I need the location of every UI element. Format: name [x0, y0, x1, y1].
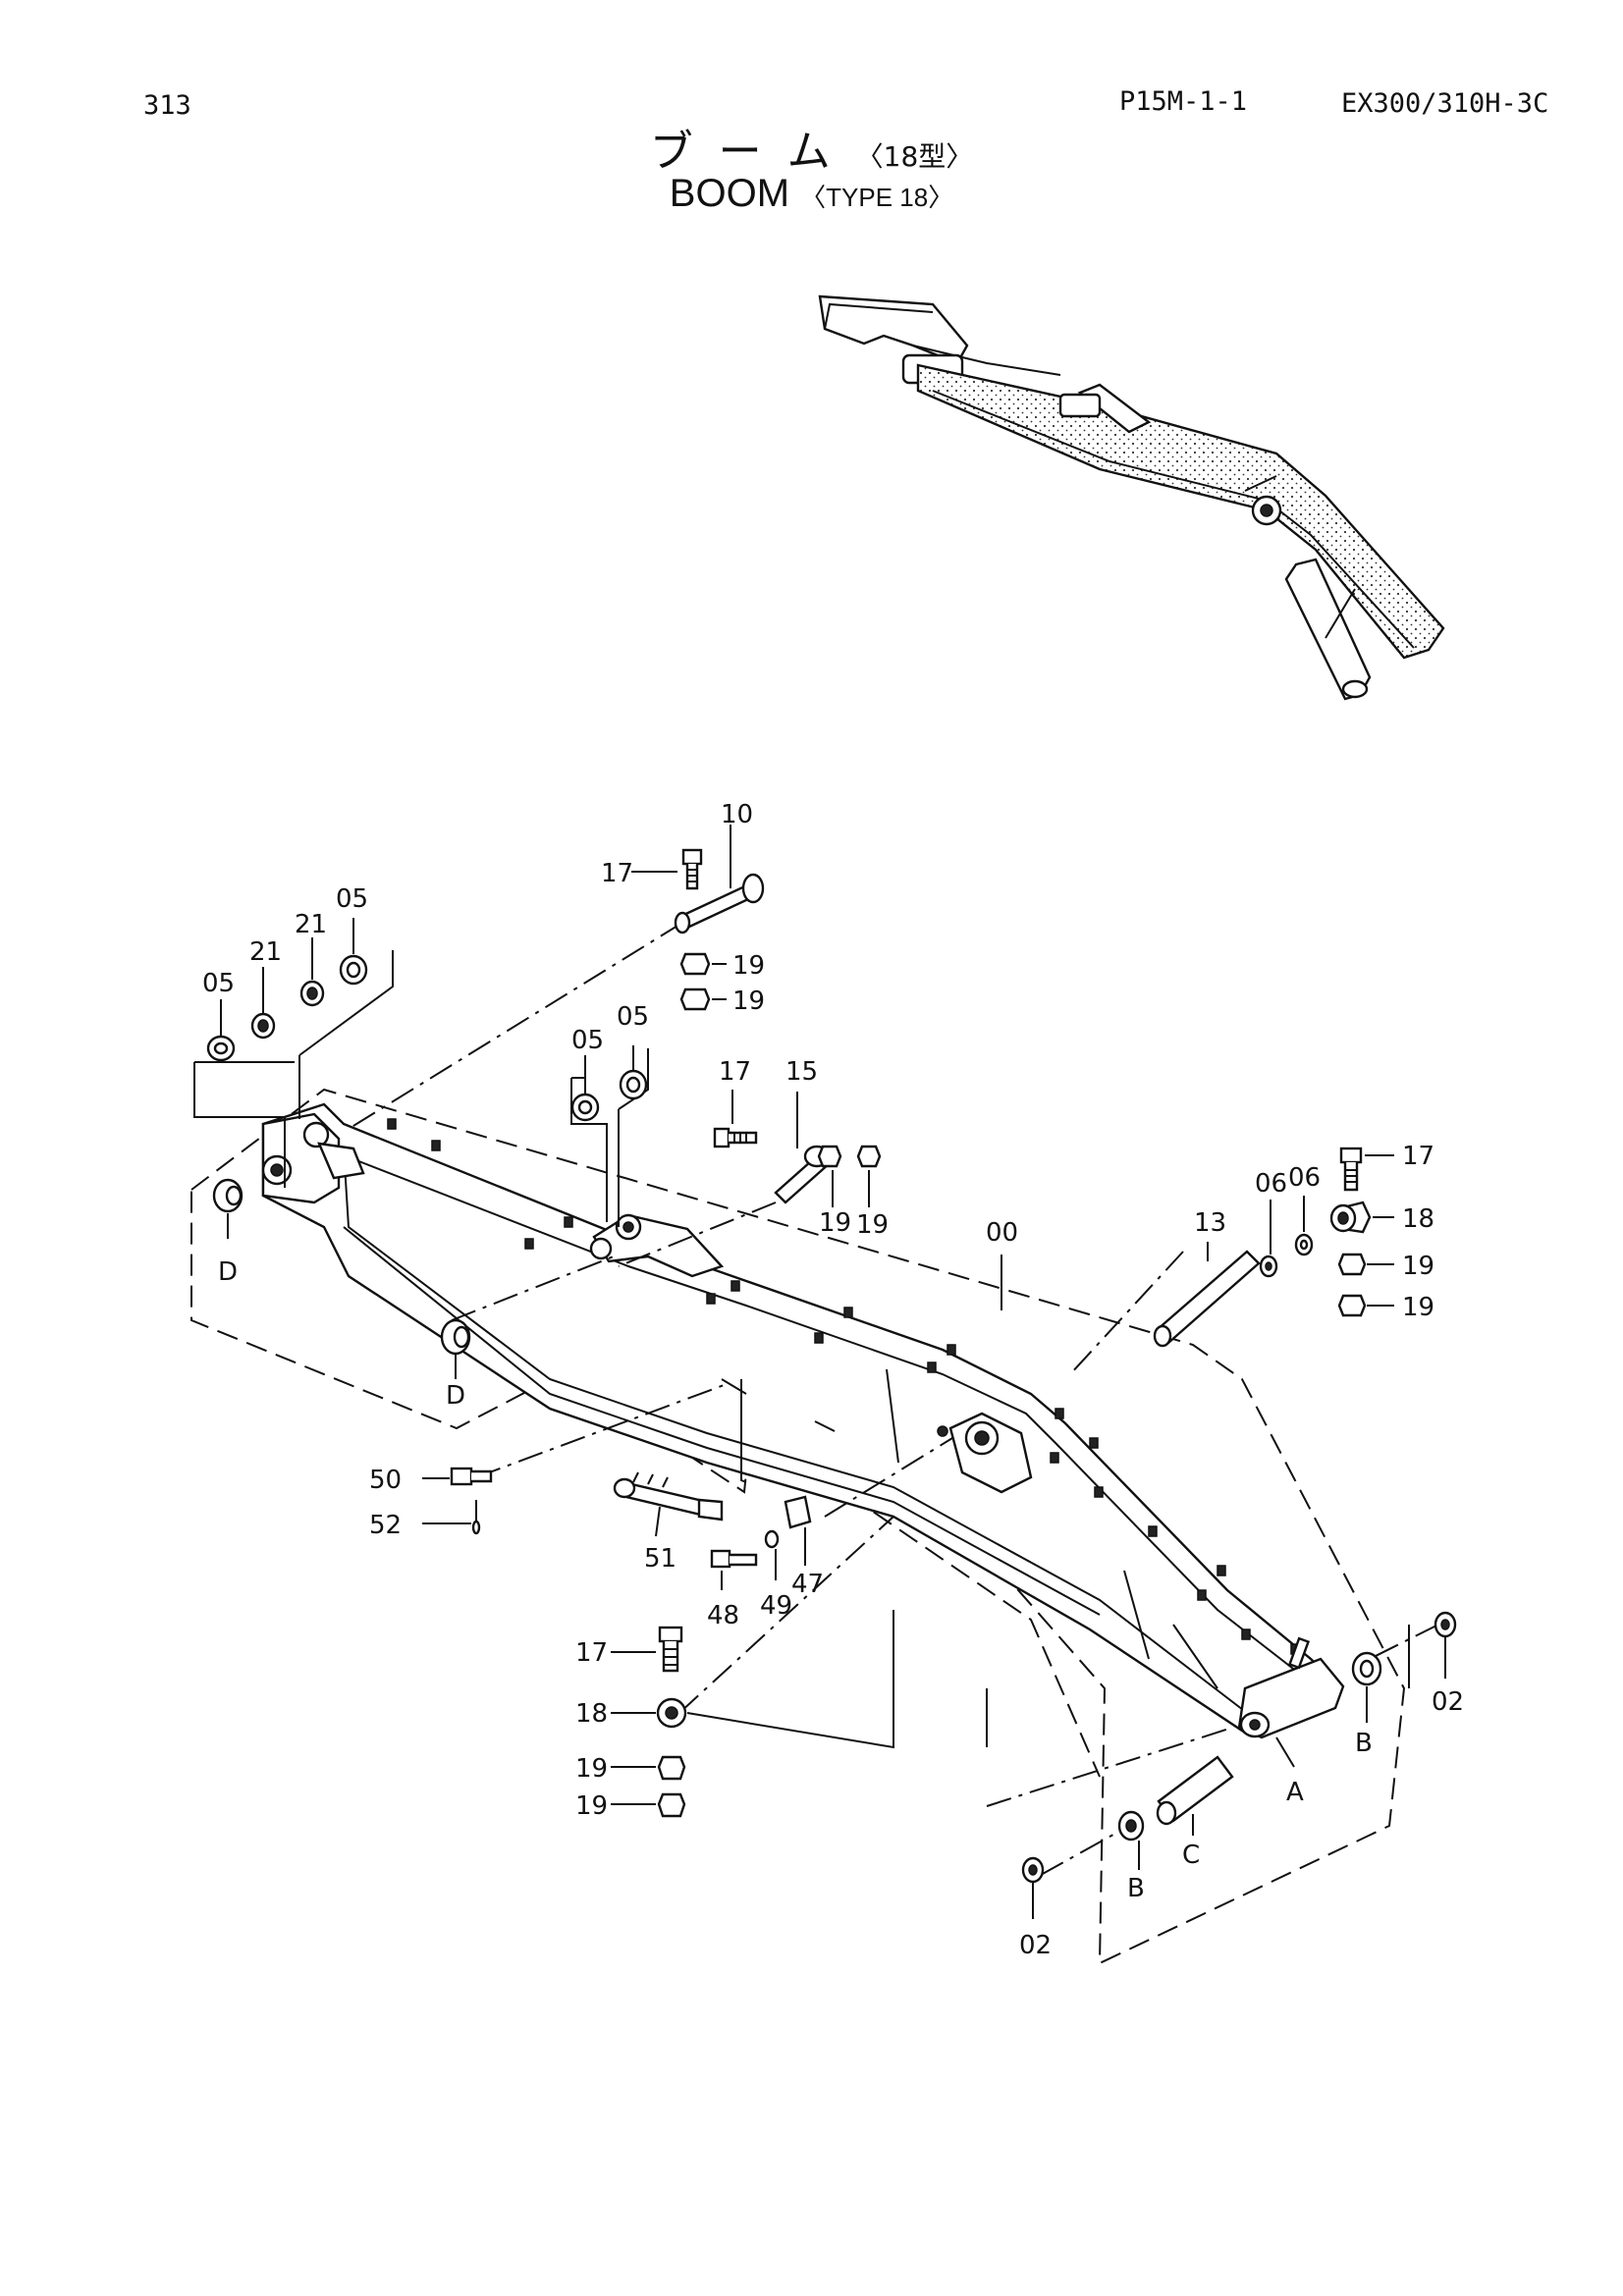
callout-17: 17 [719, 1057, 751, 1087]
title-en-main: BOOM [669, 172, 790, 215]
model-number: EX300/310H-3C [1341, 88, 1549, 119]
callout-21: 21 [295, 910, 327, 939]
callout-21: 21 [249, 937, 282, 967]
callout-19: 19 [819, 1208, 851, 1238]
callout-17: 17 [1402, 1142, 1434, 1171]
callout-19: 19 [732, 951, 765, 981]
callout-00: 00 [986, 1218, 1018, 1248]
boom-location-inset [818, 294, 1445, 701]
callout-05: 05 [202, 969, 235, 998]
callout-19: 19 [732, 987, 765, 1016]
page-code: P15M-1-1 [1119, 86, 1248, 117]
callout-51: 51 [644, 1544, 676, 1574]
callout-labels: 10 17 19 19 05 21 21 05 05 05 17 15 19 1… [202, 800, 1464, 1960]
callout-52: 52 [369, 1511, 402, 1540]
callout-02: 02 [1432, 1687, 1464, 1717]
callout-05: 05 [336, 884, 368, 914]
callout-50: 50 [369, 1466, 402, 1495]
callout-19: 19 [1402, 1252, 1434, 1281]
page-number: 313 [143, 90, 191, 121]
callout-02: 02 [1019, 1931, 1052, 1960]
callout-C: C [1182, 1841, 1200, 1870]
callout-05: 05 [617, 1002, 649, 1032]
callout-D: D [446, 1381, 465, 1411]
callout-18: 18 [575, 1699, 608, 1729]
callout-49: 49 [760, 1591, 792, 1621]
parts [206, 848, 1457, 1884]
callout-19: 19 [856, 1210, 889, 1240]
callout-13: 13 [1194, 1208, 1226, 1238]
callout-15: 15 [785, 1057, 818, 1087]
callout-B: B [1127, 1874, 1145, 1903]
callout-A: A [1286, 1778, 1304, 1807]
title-jp-sub: 〈18型〉 [855, 140, 974, 173]
callout-06: 06 [1288, 1163, 1321, 1193]
title-en-sub: 〈TYPE 18〉 [800, 183, 954, 212]
leader-lines [193, 922, 1439, 1876]
callout-19: 19 [1402, 1293, 1434, 1322]
callout-48: 48 [707, 1601, 739, 1630]
callout-19: 19 [575, 1791, 608, 1821]
title-jp-main: ブ ー ム [649, 127, 837, 177]
title-japanese: ブ ー ム 〈18型〉 [0, 116, 1623, 179]
callout-17: 17 [601, 859, 633, 888]
callout-06: 06 [1255, 1169, 1287, 1199]
title-english: BOOM 〈TYPE 18〉 [0, 172, 1623, 216]
callout-19: 19 [575, 1754, 608, 1784]
callout-B: B [1355, 1729, 1373, 1758]
callout-05: 05 [571, 1026, 604, 1055]
callout-17: 17 [575, 1638, 608, 1668]
callout-18: 18 [1402, 1204, 1434, 1234]
callout-10: 10 [721, 800, 753, 829]
callout-D: D [218, 1257, 238, 1287]
callout-47: 47 [791, 1570, 824, 1599]
